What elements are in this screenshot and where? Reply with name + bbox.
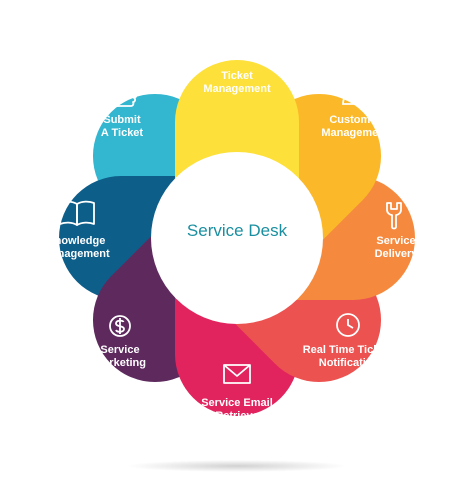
label-real-time-tickets-notification: Real Time Tickets Notification (302, 344, 396, 369)
label-service-marketing: Service Marketing (94, 344, 146, 369)
label-service-delivery: Service Delivery (374, 235, 418, 260)
ground-shadow (127, 460, 347, 472)
center-title: Service Desk (186, 221, 288, 240)
label-customer-management: Customer Management (321, 114, 389, 139)
label-service-email-retrieve: Service Email Retrieve (201, 397, 273, 422)
label-knowledge-management: Knowledge Management (42, 235, 110, 260)
label-ticket-management: Ticket Management (203, 70, 271, 95)
center-circle (151, 152, 323, 324)
label-submit-a-ticket: Submit A Ticket (100, 114, 144, 139)
